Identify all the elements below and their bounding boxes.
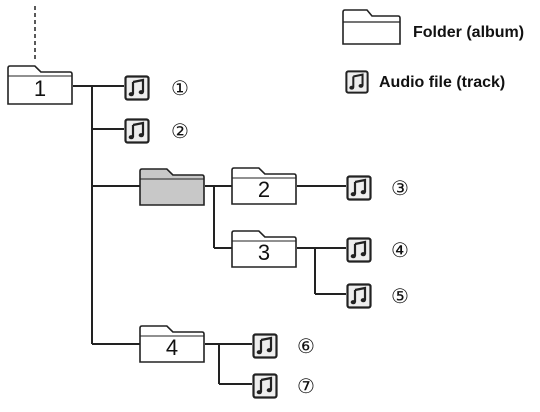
legend-audio-label: Audio file (track) [379, 74, 506, 91]
folder-1: 1 [7, 65, 73, 105]
folder-3: 3 [231, 230, 297, 268]
track-number: ② [171, 119, 189, 143]
music-note-icon [346, 237, 372, 263]
track-number: ⑤ [391, 284, 409, 308]
folder-2-label: 2 [258, 177, 270, 202]
music-note-icon [252, 333, 278, 359]
track-number: ⑦ [297, 374, 315, 398]
folder-4-label: 4 [166, 335, 178, 360]
legend-music-note-icon [345, 70, 369, 94]
track-number: ③ [391, 176, 409, 200]
track-number: ① [171, 76, 189, 100]
music-note-icon [124, 75, 150, 101]
track-2: ② [124, 118, 189, 144]
track-1: ① [124, 75, 189, 101]
folder-3-label: 3 [258, 240, 270, 265]
track-6: ⑥ [252, 333, 315, 359]
music-note-icon [252, 373, 278, 399]
track-7: ⑦ [252, 373, 315, 399]
folder-4: 4 [139, 325, 205, 363]
folder-2: 2 [231, 167, 297, 205]
legend-folder-label: Folder (album) [413, 24, 525, 41]
music-note-icon [346, 175, 372, 201]
track-4: ④ [346, 237, 409, 263]
folder-unnamed [139, 168, 205, 206]
track-number: ④ [391, 238, 409, 262]
music-note-icon [124, 118, 150, 144]
music-note-icon [346, 283, 372, 309]
track-3: ③ [346, 175, 409, 201]
tree-connectors [73, 85, 346, 385]
track-number: ⑥ [297, 334, 315, 358]
folder-1-label: 1 [34, 76, 46, 101]
track-5: ⑤ [346, 283, 409, 309]
legend-folder-icon [342, 9, 401, 45]
